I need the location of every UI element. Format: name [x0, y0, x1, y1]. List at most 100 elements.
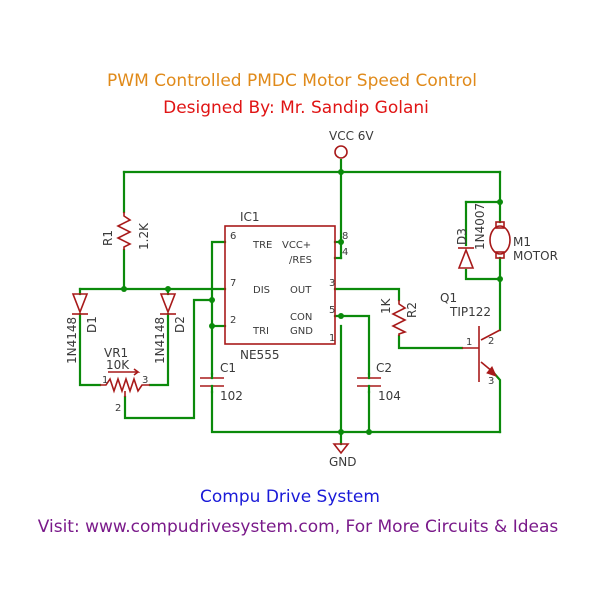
diode-icon	[159, 293, 177, 315]
ic-part: NE555	[240, 348, 279, 362]
pin-number: 8	[342, 231, 348, 242]
r1-value: 1.2K	[137, 222, 151, 250]
pin-dis: DIS	[253, 285, 270, 296]
adjust-arrow-icon	[108, 368, 141, 376]
pin-number: 1	[466, 337, 472, 348]
gnd-symbol: GND	[329, 443, 357, 469]
junction-dot	[121, 286, 127, 292]
wire-d3-b	[464, 268, 502, 281]
junction-dot	[338, 239, 344, 245]
wire-d1-to-vr1	[78, 312, 102, 387]
pin-number: 2	[488, 336, 494, 347]
r2-ref: R2	[405, 302, 419, 318]
junction-dot	[366, 429, 372, 435]
resistor-icon	[116, 212, 132, 250]
junction-dot	[338, 313, 344, 319]
c1-capacitor: C1 102	[200, 361, 243, 403]
capacitor-icon	[200, 377, 224, 387]
vcc-symbol: VCC 6V	[329, 129, 374, 159]
wires	[78, 158, 502, 446]
d1-ref: D1	[85, 316, 99, 333]
c2-value: 104	[378, 389, 401, 403]
wire-tre-column	[210, 240, 227, 376]
pin-gnd: GND	[290, 326, 313, 337]
c2-capacitor: C2 104	[357, 361, 401, 403]
junction-dot	[209, 323, 215, 329]
ic-body	[224, 225, 336, 345]
junction-dot	[338, 169, 344, 175]
wire-r2-base	[397, 334, 464, 350]
vcc-terminal-icon	[334, 145, 348, 159]
q1-part: TIP122	[449, 305, 491, 319]
pin-number: 7	[230, 278, 236, 289]
pin-number: 4	[342, 247, 348, 258]
pin-res: /RES	[289, 255, 312, 266]
c1-ref: C1	[220, 361, 236, 375]
wire-out-r2	[333, 287, 401, 302]
d1-part: 1N4148	[65, 317, 79, 364]
junctions	[121, 169, 503, 435]
q1-transistor: Q1 TIP122 1 2 3	[440, 291, 501, 387]
visit-website: Visit: www.compudrivesystem.com, For Mor…	[38, 517, 559, 537]
pin-number: 3	[329, 278, 335, 289]
designer-credit: Designed By: Mr. Sandip Golani	[163, 98, 429, 118]
r1-ref: R1	[101, 230, 115, 246]
ic1-ne555: IC1 NE555 TRE VCC+ /RES DIS OUT CON TRI …	[224, 210, 348, 362]
motor-terminal-bottom	[495, 251, 505, 259]
d1-diode: D1 1N4148	[65, 293, 99, 364]
motor-terminal-top	[495, 221, 505, 229]
motor-icon	[489, 225, 511, 255]
pin-number: 6	[230, 231, 236, 242]
m1-motor: M1 MOTOR	[489, 221, 558, 263]
vr1-potentiometer: VR1 10K 1 2 3	[100, 346, 150, 414]
pin-number: 5	[329, 305, 335, 316]
emitter-arrow-icon	[486, 366, 497, 377]
transistor-collector-lead	[480, 329, 501, 341]
d2-ref: D2	[173, 316, 187, 333]
junction-dot	[497, 276, 503, 282]
junction-dot	[209, 297, 215, 303]
pin-vcc: VCC+	[282, 240, 311, 251]
junction-dot	[165, 286, 171, 292]
wire-vr1-wiper	[123, 298, 214, 420]
d3-diode: D3 1N4007	[455, 203, 487, 269]
r1-resistor: R1 1.2K	[101, 212, 151, 250]
pin-number: 1	[329, 333, 335, 344]
wire-d2-to-vr1	[148, 312, 170, 387]
c2-ref: C2	[376, 361, 392, 375]
r2-value: 1K	[379, 297, 393, 314]
pin-number: 3	[488, 376, 494, 387]
pin-number: 3	[142, 375, 148, 386]
d3-part: 1N4007	[473, 203, 487, 250]
m1-part: MOTOR	[513, 249, 558, 263]
company-name: Compu Drive System	[200, 487, 380, 507]
junction-dot	[497, 199, 503, 205]
pin-tre: TRE	[252, 240, 272, 251]
gnd-label: GND	[329, 455, 357, 469]
capacitor-icon	[357, 377, 381, 387]
pin-tri: TRI	[252, 326, 269, 337]
m1-ref: M1	[513, 235, 531, 249]
junction-dot	[338, 429, 344, 435]
vcc-label: VCC 6V	[329, 129, 374, 143]
pin-number: 2	[115, 403, 121, 414]
wire-ground-bus	[210, 390, 502, 434]
ic-ref: IC1	[240, 210, 260, 224]
diode-icon	[71, 293, 89, 315]
q1-ref: Q1	[440, 291, 457, 305]
pin-number: 2	[230, 315, 236, 326]
wire-con-c2	[333, 314, 371, 376]
d2-part: 1N4148	[153, 317, 167, 364]
pin-con: CON	[290, 312, 312, 323]
vr1-ref: VR1	[104, 346, 128, 360]
d3-ref: D3	[455, 228, 469, 245]
diagram-title: PWM Controlled PMDC Motor Speed Control	[107, 71, 477, 91]
d2-diode: D2 1N4148	[153, 293, 187, 364]
potentiometer-icon	[100, 376, 150, 394]
pin-number: 1	[102, 375, 108, 386]
resistor-icon	[391, 300, 408, 336]
ground-icon	[332, 443, 350, 455]
c1-value: 102	[220, 389, 243, 403]
pin-out: OUT	[290, 285, 312, 296]
